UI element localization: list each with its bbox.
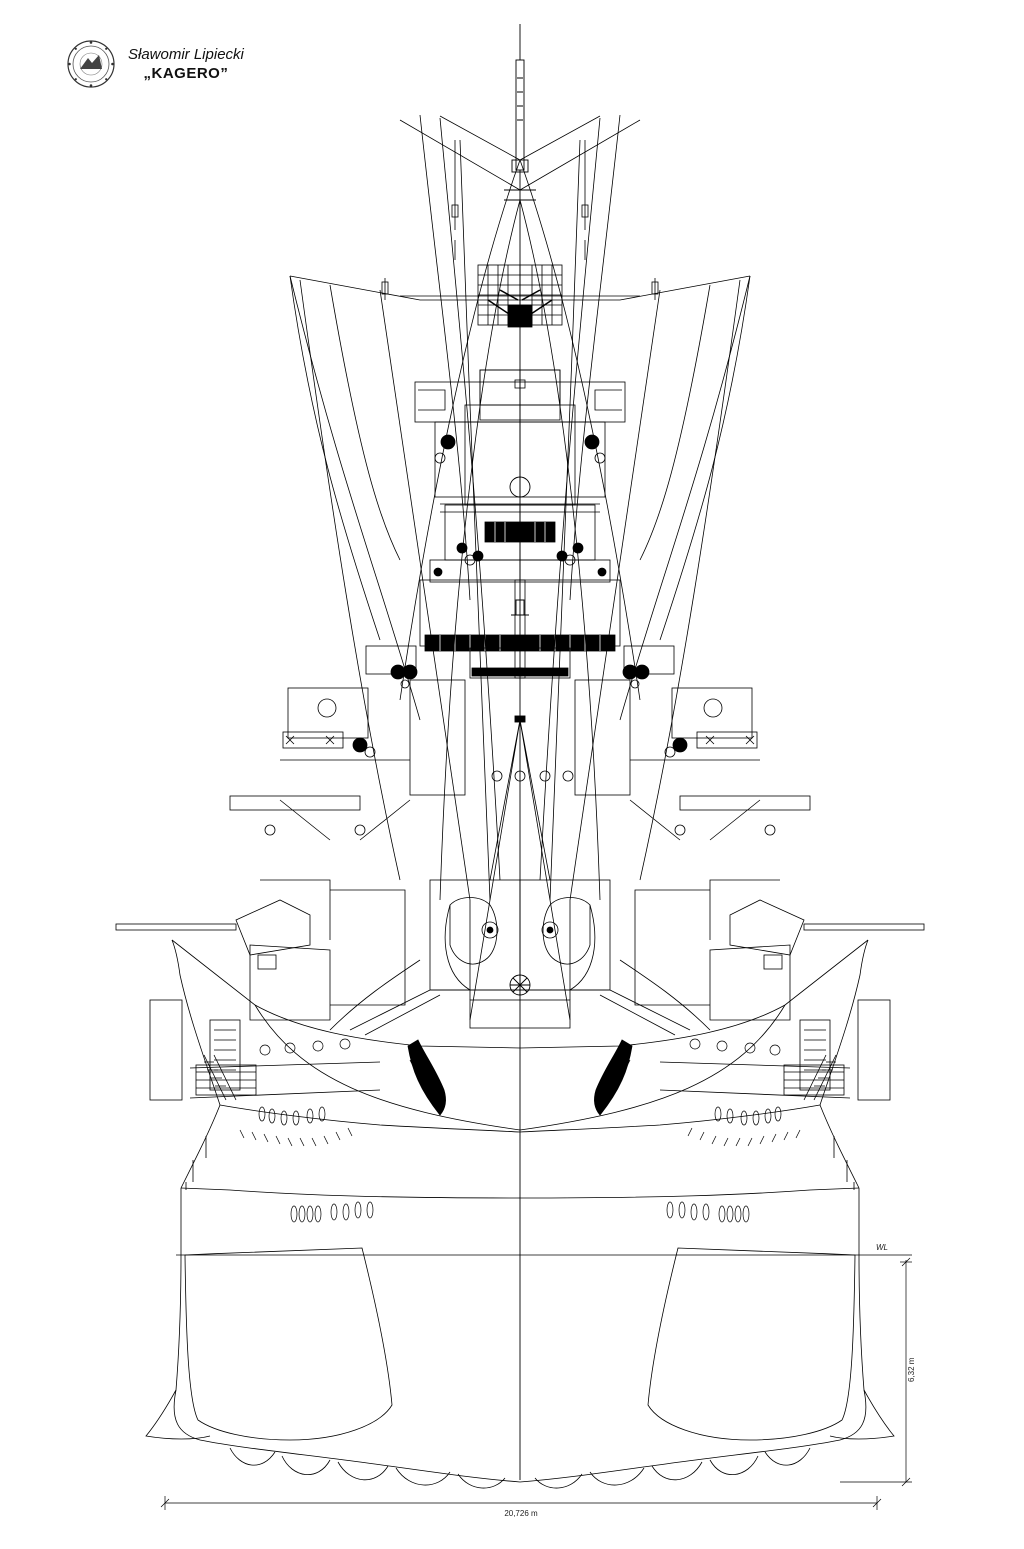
right-half-drawing bbox=[514, 114, 925, 1489]
author-name: Sławomir Lipiecki bbox=[128, 46, 244, 63]
draft-dimension-label: 6,32 m bbox=[907, 1357, 916, 1382]
waterline-label: WL bbox=[876, 1243, 888, 1252]
beam-dimension-label: 20,726 m bbox=[504, 1509, 538, 1518]
bridge-center bbox=[430, 369, 610, 1029]
credit-text: Sławomir Lipiecki „KAGERO” bbox=[128, 45, 244, 83]
main-mast bbox=[504, 24, 536, 1480]
publisher-name: „KAGERO” bbox=[143, 65, 229, 82]
beam-dimension-line bbox=[160, 1496, 882, 1510]
credit-block: Sławomir Lipiecki „KAGERO” bbox=[66, 38, 244, 90]
left-half-drawing bbox=[115, 114, 526, 1489]
draft-dimension-line bbox=[840, 1257, 912, 1487]
publisher-logo-icon bbox=[67, 40, 115, 88]
